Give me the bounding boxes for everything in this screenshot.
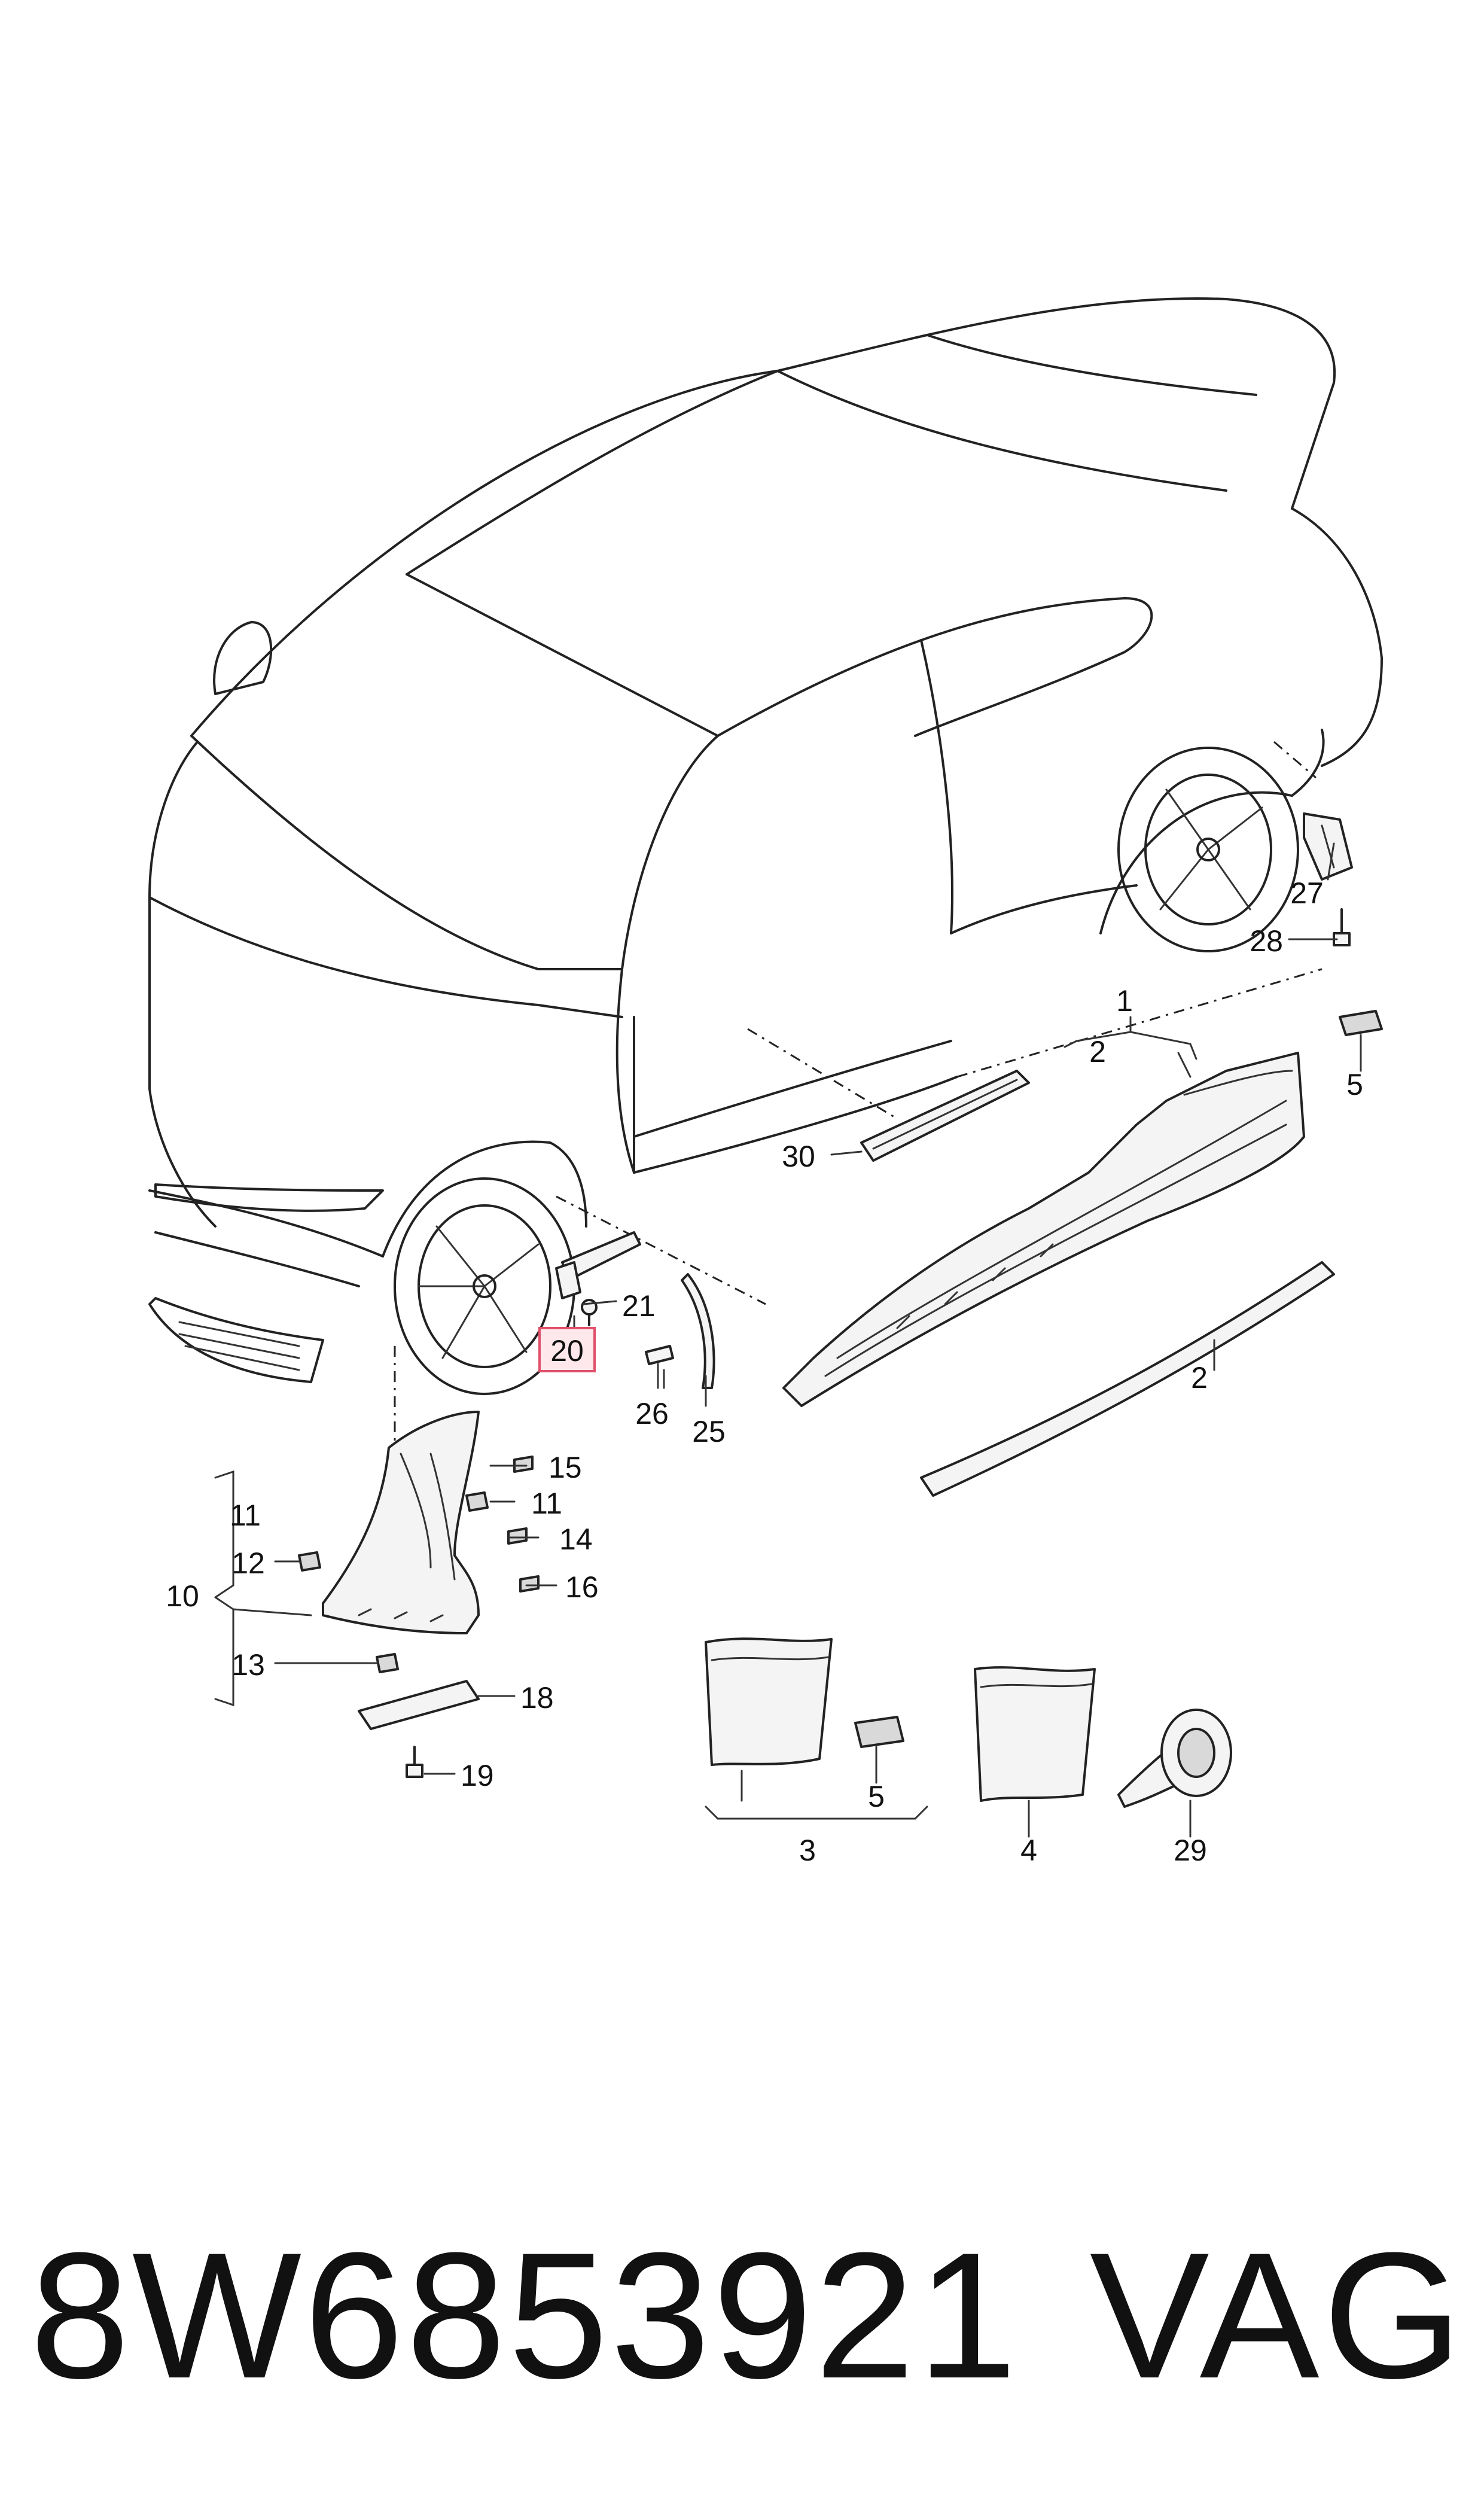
part-5-clip-bag bbox=[854, 1716, 904, 1784]
part-number: 8W6853921 bbox=[30, 2215, 1019, 2416]
leader-lines bbox=[274, 842, 1338, 1775]
part-10-wheel-liner bbox=[322, 1411, 480, 1634]
callout-19: 19 bbox=[461, 1759, 494, 1792]
callout-28: 28 bbox=[1250, 924, 1283, 958]
callout-25: 25 bbox=[692, 1415, 726, 1448]
callout-11-left: 11 bbox=[230, 1499, 261, 1532]
highlight-box-20 bbox=[538, 1327, 596, 1372]
callout-27: 27 bbox=[1290, 876, 1324, 910]
car-outline bbox=[148, 297, 1383, 1395]
callout-2-bottom: 2 bbox=[1191, 1361, 1208, 1395]
part-5-clip-top bbox=[1339, 1010, 1383, 1072]
callout-4: 4 bbox=[1020, 1834, 1037, 1867]
callout-labels: 1 2 2 3 4 5 5 10 11 11 12 13 14 15 16 18… bbox=[166, 876, 1363, 1867]
small-fasteners bbox=[298, 1456, 540, 1673]
callout-15: 15 bbox=[548, 1451, 582, 1484]
part-26-clip bbox=[645, 1345, 674, 1389]
callout-20: 20 bbox=[550, 1334, 584, 1368]
part-28-bolt bbox=[1333, 908, 1351, 946]
guide-lines bbox=[394, 741, 1323, 1448]
part-2-sill-strip bbox=[920, 1261, 1335, 1497]
callout-18: 18 bbox=[520, 1681, 554, 1715]
part-4-bag bbox=[974, 1666, 1096, 1838]
brand-label: VAG bbox=[1089, 2215, 1466, 2416]
callout-21: 21 bbox=[622, 1289, 656, 1323]
bracket-3 bbox=[705, 1805, 928, 1820]
part-30-sill-plate bbox=[830, 1070, 1030, 1162]
parts-diagram: 1 2 2 3 4 5 5 10 11 11 12 13 14 15 16 18… bbox=[148, 297, 1383, 1867]
callout-3: 3 bbox=[799, 1834, 816, 1867]
callout-12: 12 bbox=[231, 1546, 265, 1580]
callout-11-right: 11 bbox=[531, 1487, 562, 1520]
callout-26: 26 bbox=[635, 1397, 669, 1430]
callout-16: 16 bbox=[565, 1570, 599, 1604]
bracket-1 bbox=[1064, 1016, 1197, 1078]
callout-2-top: 2 bbox=[1089, 1035, 1106, 1068]
callout-5-top: 5 bbox=[1346, 1068, 1363, 1101]
part-29-tape-roll bbox=[1117, 1709, 1232, 1838]
part-1-sill-panel bbox=[782, 1052, 1305, 1407]
part-3-bag bbox=[705, 1637, 833, 1802]
callout-10: 10 bbox=[166, 1579, 199, 1613]
callout-29: 29 bbox=[1174, 1834, 1207, 1867]
part-25-trim-strip bbox=[681, 1273, 715, 1389]
callout-1: 1 bbox=[1116, 984, 1133, 1018]
part-27-rear-bracket bbox=[1303, 812, 1353, 881]
callout-30: 30 bbox=[782, 1140, 815, 1173]
callout-14: 14 bbox=[559, 1523, 593, 1556]
part-18-lower-trim bbox=[358, 1680, 480, 1730]
part-19-bolt bbox=[406, 1746, 423, 1778]
callout-13: 13 bbox=[231, 1648, 265, 1682]
callout-5-bag: 5 bbox=[868, 1780, 885, 1813]
bracket-10 bbox=[214, 1470, 312, 1707]
